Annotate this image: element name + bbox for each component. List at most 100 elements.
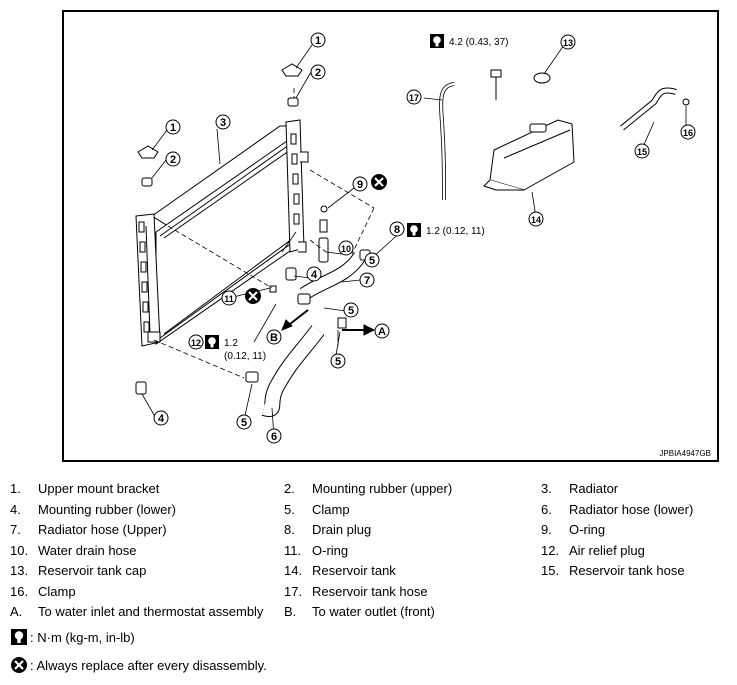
legend-number: 5. <box>284 502 295 517</box>
legend-text: Reservoir tank hose <box>569 563 685 578</box>
legend-number: 12. <box>541 543 560 558</box>
svg-text:1: 1 <box>170 122 176 134</box>
exploded-diagram: 1 2 1 2 3 4 4 5 5 5 5 6 <box>62 10 719 462</box>
legend-text: Reservoir tank hose <box>312 584 428 599</box>
legend-number: 14. <box>284 563 303 578</box>
reservoir-tank <box>483 69 575 191</box>
callout: 15 <box>634 143 650 159</box>
svg-text:8: 8 <box>394 224 400 236</box>
legend-number: 2. <box>284 481 295 496</box>
legend-text: Drain plug <box>312 522 372 537</box>
svg-text:A: A <box>378 326 386 338</box>
legend-text: Air relief plug <box>569 543 645 558</box>
svg-text:7: 7 <box>364 275 370 287</box>
svg-text:14: 14 <box>531 215 541 225</box>
torque-icon <box>11 629 27 645</box>
torque-icon <box>407 223 421 237</box>
legend-number: 8. <box>284 522 295 537</box>
callout: 1 <box>165 119 181 135</box>
svg-text:15: 15 <box>637 147 647 157</box>
callout: 12 <box>188 334 204 350</box>
legend-text: Reservoir tank cap <box>38 563 147 578</box>
svg-text:B: B <box>270 332 278 344</box>
callout: 5 <box>364 252 380 268</box>
svg-text:10: 10 <box>341 244 351 254</box>
svg-text:11: 11 <box>224 294 234 304</box>
legend-text: To water outlet (front) <box>312 604 435 619</box>
legend-text: O-ring <box>312 543 349 558</box>
replace-icon <box>369 172 389 192</box>
legend-text: To water inlet and thermostat assembly <box>38 604 264 619</box>
legend-number: 9. <box>541 522 552 537</box>
svg-text:5: 5 <box>335 356 341 368</box>
svg-text:(0.12, 11): (0.12, 11) <box>224 351 266 362</box>
callout: 14 <box>528 211 544 227</box>
callout: 7 <box>359 272 375 288</box>
legend-text: Upper mount bracket <box>38 481 160 496</box>
hoses <box>261 82 677 417</box>
svg-text:2: 2 <box>315 67 321 79</box>
figure-id: JPBIA4947GB <box>659 449 711 458</box>
svg-text:1.2: 1.2 <box>224 338 238 349</box>
torque-spec: 1.2 (0.12, 11) <box>205 335 266 362</box>
torque-spec: 4.2 (0.43, 37) <box>430 34 508 48</box>
legend-number: A. <box>10 604 23 619</box>
callout: 3 <box>215 114 231 130</box>
legend-text: Water drain hose <box>38 543 137 558</box>
svg-text:9: 9 <box>357 179 363 191</box>
svg-text:12: 12 <box>191 338 201 348</box>
svg-text:1.2 (0.12, 11): 1.2 (0.12, 11) <box>426 226 485 237</box>
replace-symbol-key: : Always replace after every disassembly… <box>30 658 267 673</box>
legend-number: 16. <box>10 584 29 599</box>
callout-a: A <box>374 323 390 339</box>
callout: 2 <box>165 151 181 167</box>
replace-icon <box>11 657 27 673</box>
svg-text:5: 5 <box>369 255 375 267</box>
callout: 2 <box>310 64 326 80</box>
svg-text:5: 5 <box>241 417 247 429</box>
legend-number: 11. <box>284 543 302 558</box>
callout: 13 <box>560 34 576 50</box>
torque-spec: 1.2 (0.12, 11) <box>407 223 485 237</box>
replace-icon <box>243 286 263 306</box>
svg-text:6: 6 <box>271 431 277 443</box>
svg-text:13: 13 <box>563 38 573 48</box>
legend-text: Clamp <box>312 502 350 517</box>
callout: 16 <box>680 124 696 140</box>
callout: 1 <box>310 32 326 48</box>
legend-text: Clamp <box>38 584 76 599</box>
legend-text: Radiator hose (Upper) <box>38 522 167 537</box>
callout: 9 <box>352 176 368 192</box>
diagram-svg: 1 2 1 2 3 4 4 5 5 5 5 6 <box>135 32 696 444</box>
upper-mount-brackets <box>135 63 303 395</box>
svg-text:5: 5 <box>348 305 354 317</box>
svg-text:4: 4 <box>158 413 165 425</box>
callout: 4 <box>306 266 322 282</box>
callout: 4 <box>153 410 169 426</box>
legend-text: Radiator <box>569 481 619 496</box>
torque-icon <box>430 34 444 48</box>
legend-number: 10. <box>10 543 29 558</box>
legend-number: 3. <box>541 481 552 496</box>
legend-number: 13. <box>10 563 29 578</box>
callout: 5 <box>330 353 346 369</box>
legend-text: Mounting rubber (lower) <box>38 502 177 517</box>
legend-number: 1. <box>10 481 21 496</box>
svg-text:4.2 (0.43, 37): 4.2 (0.43, 37) <box>449 37 508 48</box>
callout-b: B <box>266 329 282 345</box>
legend-text: Reservoir tank <box>312 563 396 578</box>
torque-icon <box>205 335 219 349</box>
arrows <box>281 309 376 336</box>
svg-text:1: 1 <box>315 35 321 47</box>
svg-text:17: 17 <box>409 93 419 103</box>
callout: 5 <box>236 414 252 430</box>
legend-text: Radiator hose (lower) <box>569 502 694 517</box>
legend-number: 15. <box>541 563 560 578</box>
legend-text: Mounting rubber (upper) <box>312 481 453 496</box>
callout: 11 <box>221 290 237 306</box>
radiator <box>135 119 309 347</box>
legend-number: 17. <box>284 584 303 599</box>
pointer-lines <box>141 41 687 439</box>
torque-symbol-key: : N·m (kg-m, in-lb) <box>30 630 135 645</box>
svg-text:3: 3 <box>220 117 226 129</box>
